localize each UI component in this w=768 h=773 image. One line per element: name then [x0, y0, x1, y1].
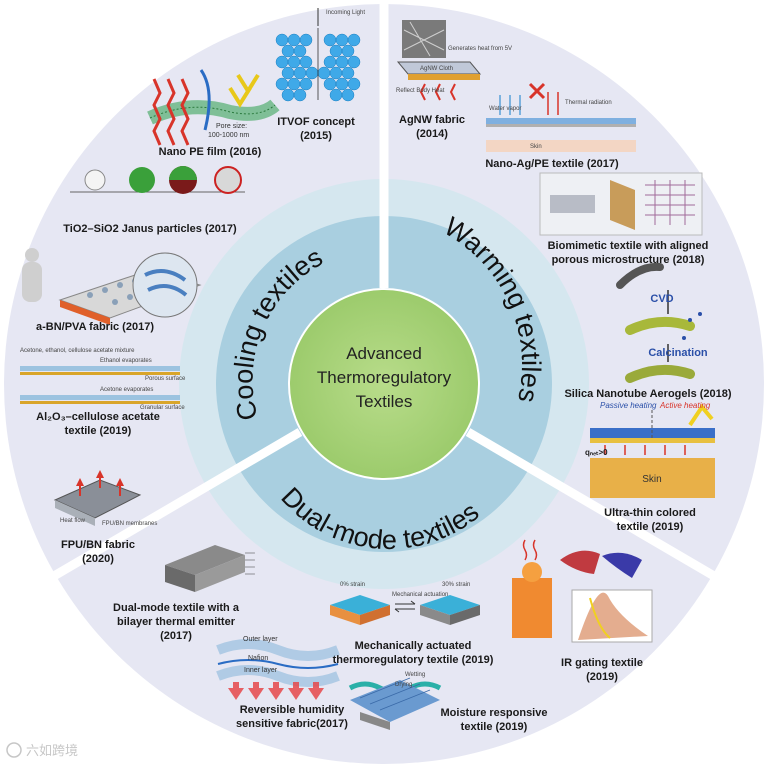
- acetone-evaporates-label: Acetone evaporates: [100, 387, 153, 393]
- thermal-radiation-label: Thermal radiation: [565, 100, 612, 106]
- nafion-label: Nafion: [248, 655, 268, 662]
- label-mech-line2: thermoregulatory textile (2019): [333, 654, 494, 666]
- label-humidity-line2: sensitive fabric(2017): [236, 718, 348, 730]
- label-ir-line1: IR gating textile: [561, 657, 643, 669]
- active-heating-label: Active heating: [659, 401, 711, 410]
- label-biomimetic-line2: porous microstructure (2018): [552, 254, 705, 266]
- acetone-mix-label: Acetone, ethanol, cellulose acetate mixt…: [20, 348, 135, 354]
- calcination-label: Calcination: [648, 347, 708, 359]
- strain-0-label: 0% strain: [340, 582, 365, 588]
- label-nano-ag-pe: Nano-Ag/PE textile (2017): [485, 158, 619, 170]
- heat-flow-label: Heat flow: [60, 518, 86, 524]
- agnw-cloth-label: AgNW Cloth: [420, 66, 453, 72]
- label-agnw-line1: AgNW fabric: [399, 114, 465, 126]
- qnet-label: qₙₑₜ>0: [585, 448, 608, 457]
- label-mech-line1: Mechanically actuated: [355, 640, 472, 652]
- label-itvof-line1: ITVOF concept: [277, 116, 355, 128]
- porous-surface-label: Porous surface: [145, 376, 186, 382]
- passive-heating-label: Passive heating: [600, 401, 657, 410]
- label-humidity-line1: Reversible humidity: [240, 704, 345, 716]
- skin-label-top: Skin: [530, 144, 542, 150]
- label-itvof-line2: (2015): [300, 130, 332, 142]
- strain-30-label: 30% strain: [442, 582, 470, 588]
- label-dual-bilayer-line2: bilayer thermal emitter: [117, 616, 236, 628]
- biomimetic-figure: [540, 173, 702, 235]
- label-moisture-line1: Moisture responsive: [441, 707, 548, 719]
- water-vapor-label: Water vapor: [489, 106, 521, 112]
- watermark: 六如跨境: [7, 743, 78, 758]
- label-agnw-line2: (2014): [416, 128, 448, 140]
- center-title-line1: Advanced: [346, 344, 422, 363]
- label-fpu-line1: FPU/BN fabric: [61, 539, 135, 551]
- label-al2o3-line1: Al₂O₃–cellulose acetate: [36, 411, 160, 423]
- label-ultrathin-line2: textile (2019): [617, 521, 684, 533]
- fpu-bn-membranes-label: FPU/BN membranes: [102, 521, 157, 527]
- skin-label-bottom: Skin: [642, 474, 661, 485]
- label-biomimetic-line1: Biomimetic textile with aligned: [548, 240, 709, 252]
- label-dual-bilayer-line3: (2017): [160, 630, 192, 642]
- reflect-body-heat-label: Reflect Body Heat: [396, 88, 445, 94]
- center-title-line3: Textiles: [356, 392, 413, 411]
- label-tio2-janus: TiO2–SiO2 Janus particles (2017): [63, 223, 237, 235]
- inner-layer-label: Inner layer: [244, 667, 278, 674]
- mechanical-actuation-label: Mechanical actuation: [392, 592, 448, 598]
- incoming-light-label: Incoming Light: [326, 10, 365, 16]
- generates-heat-label: Generates heat from 5V: [448, 46, 512, 52]
- label-dual-bilayer-line1: Dual-mode textile with a: [113, 602, 240, 614]
- ethanol-evaporates-label: Ethanol evaporates: [100, 358, 152, 364]
- label-silica: Silica Nanotube Aerogels (2018): [564, 388, 731, 400]
- watermark-text: 六如跨境: [26, 743, 78, 758]
- label-al2o3-line2: textile (2019): [65, 425, 132, 437]
- wetting-label: Wetting: [405, 672, 425, 678]
- center-title-line2: Thermoregulatory: [317, 368, 452, 387]
- label-abn-pva: a-BN/PVA fabric (2017): [36, 321, 154, 333]
- label-fpu-line2: (2020): [82, 553, 114, 565]
- label-ir-line2: (2019): [586, 671, 618, 683]
- outer-layer-label: Outer layer: [243, 636, 278, 643]
- cvd-label: CVD: [650, 293, 673, 305]
- label-moisture-line2: textile (2019): [461, 721, 528, 733]
- label-ultrathin-line1: Ultra-thin colored: [604, 507, 696, 519]
- drying-label: Drying: [395, 682, 412, 688]
- pore-size-label: Pore size:: [216, 123, 247, 130]
- label-nano-pe-film: Nano PE film (2016): [159, 146, 262, 158]
- pore-size-value: 100-1000 nm: [208, 132, 249, 139]
